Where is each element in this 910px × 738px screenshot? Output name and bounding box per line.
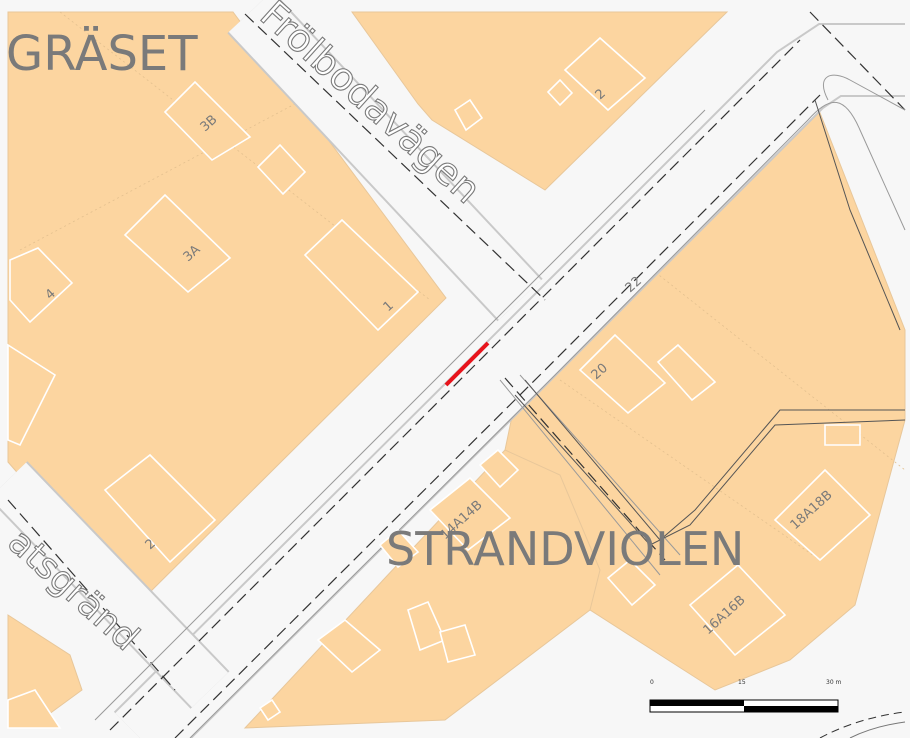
parcel-graset xyxy=(7,11,447,608)
building-20-annex xyxy=(656,343,717,402)
scale-bar: 0 15 30 m xyxy=(649,679,842,713)
area-label-strandviolen: STRANDVIOLEN xyxy=(386,522,744,576)
building-bottom-left xyxy=(7,689,62,729)
footpaths xyxy=(514,99,906,546)
parcel-top-center xyxy=(351,11,729,191)
dash-line xyxy=(809,11,906,111)
path-line xyxy=(514,394,906,546)
building-2-left xyxy=(103,453,217,564)
road-markings xyxy=(7,11,906,738)
building-3a xyxy=(123,193,232,294)
dash-line xyxy=(244,13,546,301)
curve-line xyxy=(849,721,906,738)
boundary-line xyxy=(19,79,341,251)
path-line xyxy=(524,379,905,541)
edge-line xyxy=(94,109,706,721)
building-small-bottom xyxy=(258,698,282,722)
building-3b xyxy=(163,80,252,162)
building-south-1 xyxy=(316,618,382,674)
building-16 xyxy=(688,563,787,657)
boundary-line xyxy=(639,259,906,471)
building-2-top-annex xyxy=(546,78,574,107)
building-south-4 xyxy=(606,558,657,607)
scale-tick-0: 0 xyxy=(650,679,654,686)
scale-bar-segment xyxy=(744,706,838,712)
road-edges xyxy=(94,74,906,738)
scale-bar-segment xyxy=(650,700,744,706)
path-line xyxy=(814,99,901,331)
dash-line xyxy=(7,499,176,691)
curve-line xyxy=(819,711,906,738)
buildings xyxy=(7,36,872,729)
edge-line xyxy=(189,102,906,738)
building-4 xyxy=(9,247,74,324)
building-2-top xyxy=(563,36,647,112)
highlighted-segment[interactable] xyxy=(444,341,490,387)
building-3b-annex xyxy=(256,143,307,196)
road-main-fill xyxy=(115,25,905,738)
road-frolbodavagen-fill xyxy=(228,0,542,320)
scale-tick-15: 15 xyxy=(738,679,746,686)
building-south-3 xyxy=(439,624,477,663)
scale-tick-30: 30 m xyxy=(826,679,842,686)
parcel-strandviolen-south xyxy=(243,449,601,729)
building-south-5 xyxy=(378,528,420,569)
building-18 xyxy=(773,468,872,562)
building-18-annex xyxy=(824,424,861,446)
road-gatsgrand-fill xyxy=(0,462,229,708)
area-label-graset: GRÄSET xyxy=(6,26,198,82)
building-small-corner xyxy=(453,98,484,132)
building-1 xyxy=(303,218,420,332)
building-20 xyxy=(578,333,667,415)
dash-line xyxy=(109,39,801,731)
building-left-mid xyxy=(7,343,57,447)
edge-line xyxy=(822,74,906,111)
dash-line xyxy=(174,94,821,738)
building-14-annex xyxy=(478,448,520,489)
dash-line xyxy=(504,377,666,561)
building-14 xyxy=(428,476,512,552)
